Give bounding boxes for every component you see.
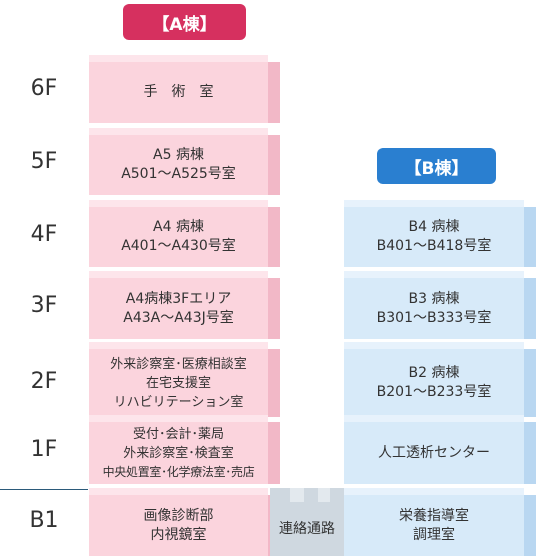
floor-text-line: 受付･会計･薬局 [132,426,224,442]
floor-label-3f: 3F [30,293,58,318]
floor-text-line: A43A～A43J号室 [123,309,234,326]
floor-text-line: 外来診察室･検査室 [123,445,234,461]
floor-text-line: リハビリテーション室 [113,394,244,410]
floor-label-1f: 1F [30,437,58,462]
building-a-floor-2f: 外来診察室･医療相談室 在宅支援室 リハビリテーション室 [89,342,280,417]
building-b-tag: 【B棟】 [377,148,496,184]
building-a-floor-4f: A4 病棟 A401～A430号室 [89,200,280,267]
floor-text-line: 外来診察室･医療相談室 [110,356,247,372]
building-b-floor-1f: 人工透析センター [344,415,536,484]
building-a-floor-5f: A5 病棟 A501～A525号室 [89,128,280,195]
floor-label-b1: B1 [29,508,59,533]
building-b-floor-2f: B2 病棟 B201～B233号室 [344,342,536,417]
floor-text-line: A4病棟3Fエリア [125,290,232,307]
building-a-floor-1f: 受付･会計･薬局 外来診察室･検査室 中央処置室･化学療法室･売店 [89,415,280,484]
floor-text-line: B301～B333号室 [376,309,492,326]
building-b-floor-4f: B4 病棟 B401～B418号室 [344,200,536,267]
floor-text-line: B3 病棟 [408,290,460,307]
floor-text-line: 中央処置室･化学療法室･売店 [102,464,255,479]
floor-text-line: 栄養指導室 [399,507,469,524]
floor-text-line: B401～B418号室 [376,238,492,254]
ground-line [0,489,88,490]
floor-text-line: 画像診断部 [143,507,214,524]
building-a-floor-6f: 手 術 室 [89,55,280,123]
building-a-tag: 【A棟】 [123,4,246,40]
floor-label-4f: 4F [30,222,58,247]
floor-label-6f: 6F [30,76,58,101]
floor-text-line: 調理室 [413,526,455,543]
floor-label-5f: 5F [30,149,58,174]
building-a-floor-b1: 画像診断部 内視鏡室 [89,488,280,556]
building-b-floor-3f: B3 病棟 B301～B333号室 [344,271,536,339]
floor-text-line: 人工透析センター [378,444,490,461]
floor-text-line: B201～B233号室 [376,384,492,400]
floor-text-line: A5 病棟 [153,147,204,163]
floor-text-line: 内視鏡室 [150,526,207,543]
floor-text-line: B2 病棟 [408,365,460,381]
floor-text-line: B4 病棟 [408,219,460,235]
floor-text-line: A4 病棟 [153,219,204,235]
connecting-passage [270,488,344,556]
floor-text-line: A501～A525号室 [121,166,236,182]
floor-text-line: A401～A430号室 [121,238,236,254]
building-a-floor-3f: A4病棟3Fエリア A43A～A43J号室 [89,271,280,339]
floor-text-line: 手 術 室 [143,84,214,100]
connecting-passage-label: 連絡通路 [279,521,335,537]
building-b-floor-b1: 栄養指導室 調理室 [344,488,536,556]
floor-text-line: 在宅支援室 [145,375,211,391]
floor-label-2f: 2F [30,369,58,394]
